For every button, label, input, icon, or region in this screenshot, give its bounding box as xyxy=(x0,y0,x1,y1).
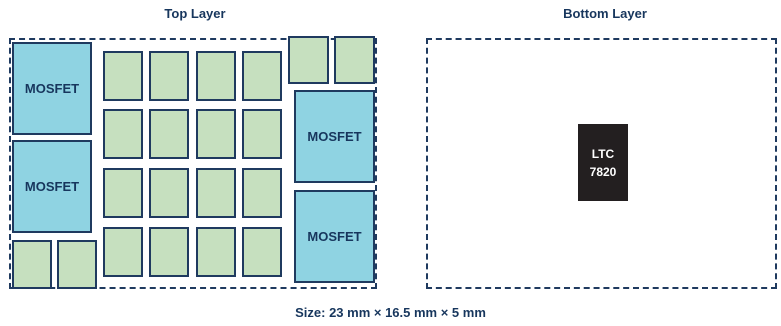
passive-component xyxy=(149,227,189,277)
passive-component xyxy=(103,109,143,159)
passive-component xyxy=(196,168,236,218)
mosfet-component: MOSFET xyxy=(294,190,375,283)
mosfet-label: MOSFET xyxy=(24,179,80,194)
mosfet-label: MOSFET xyxy=(24,81,80,96)
bottom-layer-title: Bottom Layer xyxy=(563,6,647,21)
passive-component xyxy=(57,240,97,289)
passive-component xyxy=(12,240,52,289)
mosfet-label: MOSFET xyxy=(307,229,362,244)
bottom-layer-board-outline xyxy=(426,38,777,289)
mosfet-component: MOSFET xyxy=(12,140,92,233)
mosfet-component: MOSFET xyxy=(12,42,92,135)
passive-component xyxy=(103,168,143,218)
top-layer-title: Top Layer xyxy=(164,6,226,21)
passive-component xyxy=(103,51,143,101)
passive-component xyxy=(149,51,189,101)
passive-component xyxy=(242,227,282,277)
ic-label-line1: LTC xyxy=(591,146,615,161)
passive-component xyxy=(149,168,189,218)
passive-component xyxy=(288,36,329,84)
passive-component xyxy=(103,227,143,277)
top-layer-board-outline xyxy=(9,38,377,289)
passive-component xyxy=(334,36,375,84)
ltc7820-ic: LTC 7820 xyxy=(578,124,628,201)
passive-component xyxy=(196,51,236,101)
ic-label-line2: 7820 xyxy=(589,164,617,179)
size-caption: Size: 23 mm × 16.5 mm × 5 mm xyxy=(295,305,486,320)
passive-component xyxy=(242,51,282,101)
mosfet-component: MOSFET xyxy=(294,90,375,183)
passive-component xyxy=(242,109,282,159)
passive-component xyxy=(242,168,282,218)
mosfet-label: MOSFET xyxy=(307,129,362,144)
passive-component xyxy=(196,109,236,159)
passive-component xyxy=(149,109,189,159)
passive-component xyxy=(196,227,236,277)
